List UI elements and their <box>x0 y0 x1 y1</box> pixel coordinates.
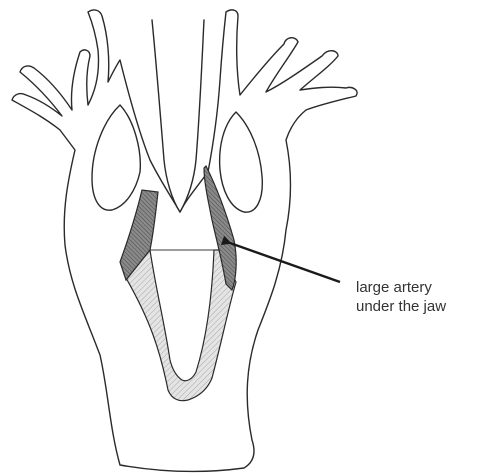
callout-label-line1: large artery <box>356 279 432 296</box>
callout-label-line2: under the jaw <box>356 298 446 315</box>
